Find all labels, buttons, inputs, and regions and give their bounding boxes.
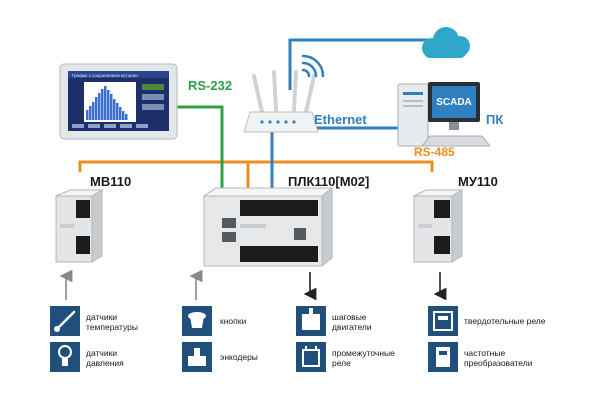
rs485-bus [78, 160, 434, 188]
caption-stepper-motors: шаговые двигатели [332, 312, 372, 332]
relay-icon [296, 342, 326, 372]
caption-temperature-sensors: датчики температуры [86, 312, 138, 332]
mv110-module [55, 189, 104, 263]
encoder-icon [182, 342, 212, 372]
caption-encoders: энкодеры [220, 352, 258, 362]
mu110-module [413, 189, 464, 263]
caption-solid-state-relays: твердотельные реле [464, 316, 546, 326]
plc110-module [202, 186, 334, 268]
mu110-label: МУ110 [458, 174, 498, 189]
hmi-screen-title: График с сохранением истории [72, 73, 138, 78]
mv110-label: МВ110 [90, 174, 131, 189]
router [243, 70, 319, 133]
caption-buttons: кнопки [220, 316, 247, 326]
wifi-icon [301, 54, 325, 78]
pc-label: ПК [486, 112, 503, 127]
scada-label: SCADA [436, 97, 472, 108]
ethernet-label: Ethernet [314, 112, 367, 127]
rs485-label: RS-485 [414, 145, 455, 159]
button-icon [182, 306, 212, 336]
solid-state-relay-icon [428, 306, 458, 336]
plc110-label: ПЛК110[М02] [288, 174, 369, 189]
frequency-converter-icon [428, 342, 458, 372]
caption-frequency-converters: частотные преобразователи [464, 348, 533, 368]
hmi-chart-bars [86, 86, 128, 120]
cloud-icon [422, 27, 470, 58]
thermometer-icon [50, 306, 80, 336]
caption-pressure-sensors: датчики давления [86, 348, 124, 368]
stepper-motor-icon [296, 306, 326, 336]
caption-intermediate-relays: промежуточные реле [332, 348, 395, 368]
pc-workstation: SCADA [397, 82, 492, 147]
rs232-label: RS-232 [188, 78, 232, 93]
hmi-panel: График с сохранением истории [59, 63, 178, 140]
pressure-sensor-icon [50, 342, 80, 372]
